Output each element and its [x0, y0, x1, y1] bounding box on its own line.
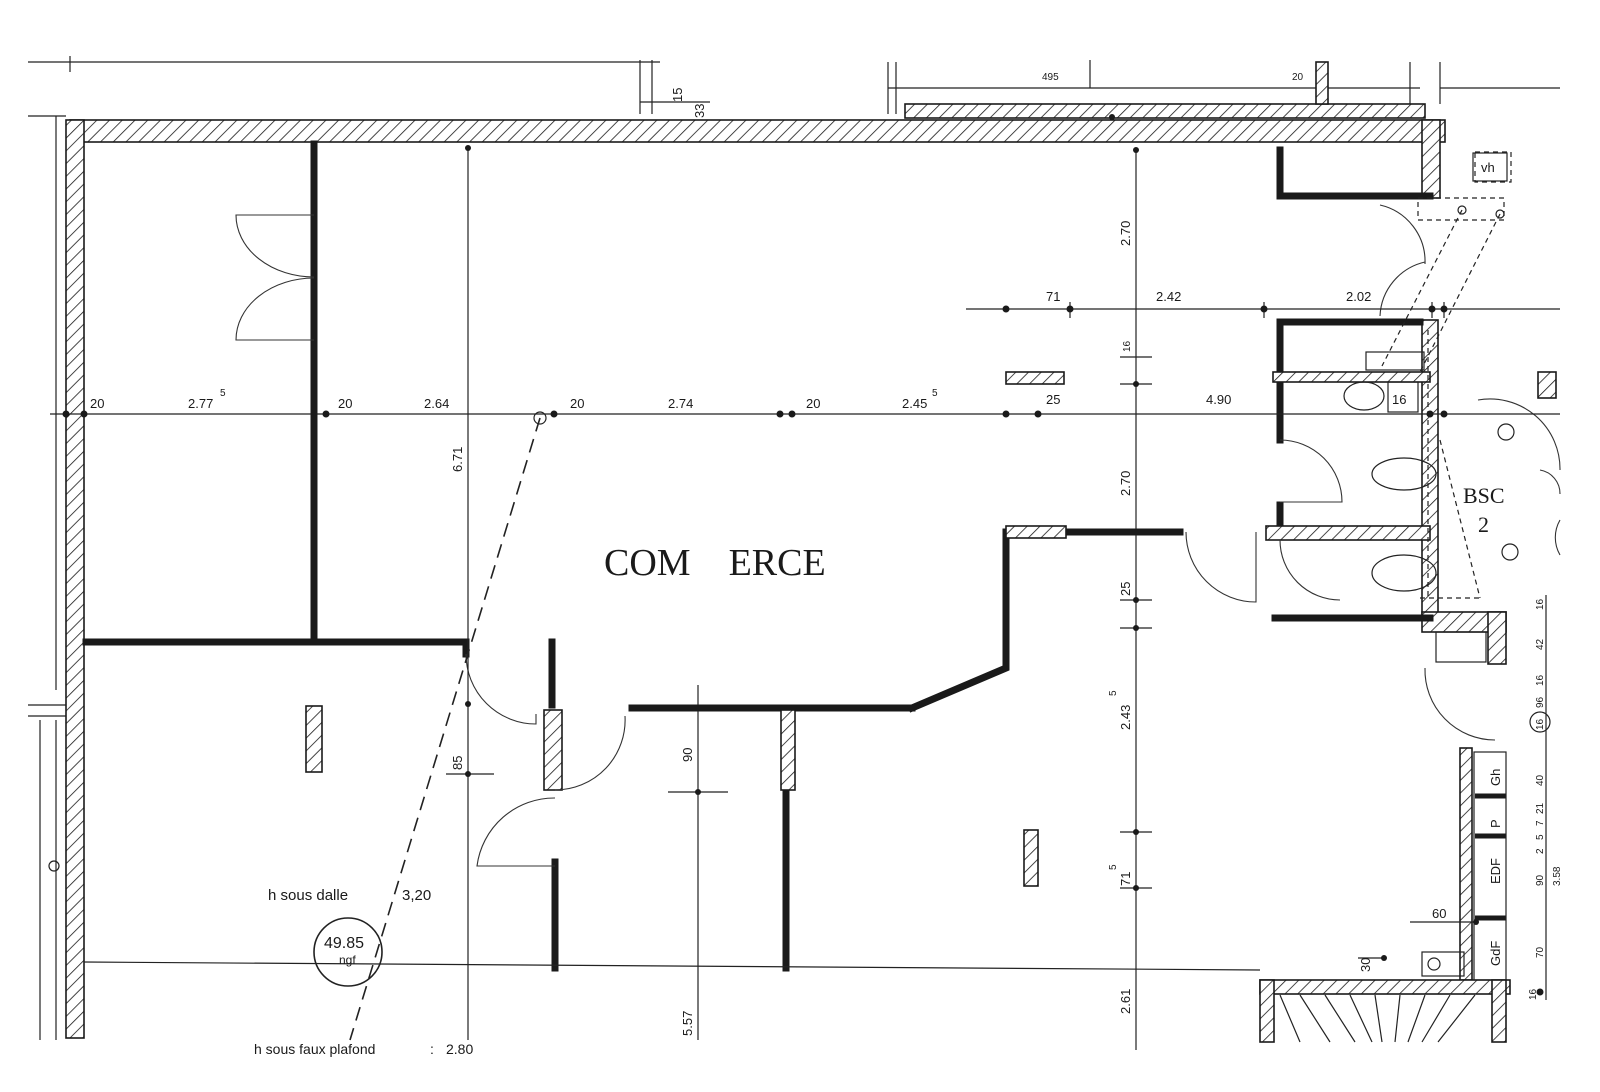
dim-rc-6: 40 — [1535, 774, 1546, 786]
dim-h-7: 2.74 — [668, 396, 693, 411]
dim-h-8: 20 — [806, 396, 820, 411]
horizontal-dimensions: 20 2.77 5 20 2.64 20 2.74 20 2.45 5 25 4… — [90, 388, 1231, 411]
dim-t-3: 15 — [670, 88, 685, 102]
dim-h-5: 2.64 — [424, 396, 449, 411]
dim-rc-13: 70 — [1535, 946, 1546, 958]
dim-vr-1: 2.70 — [1118, 221, 1133, 246]
dim-t-1: 495 — [1042, 72, 1059, 83]
dim-vl-4: 5.57 — [680, 1011, 695, 1036]
dim-vr-7: 71 — [1118, 872, 1133, 886]
dim-rc-8: 7 — [1535, 820, 1546, 826]
vh-label: vh — [1481, 160, 1495, 175]
right-column-dimensions: 16 42 16 96 16 40 21 7 5 2 90 3.58 70 16 — [1528, 598, 1563, 1000]
dim-rc-1: 16 — [1535, 598, 1546, 610]
meter-label-p: P — [1488, 819, 1503, 828]
meter-label-gdf: GdF — [1488, 941, 1503, 966]
dim-rc-10: 2 — [1535, 848, 1546, 854]
dim-h-12: 4.90 — [1206, 392, 1231, 407]
wc-fixtures — [1343, 151, 1551, 981]
dim-u-1: 71 — [1046, 289, 1060, 304]
dim-vl-3: 90 — [680, 748, 695, 762]
ngf-value: 49.85 — [324, 935, 364, 952]
dim-rc-7: 21 — [1535, 802, 1546, 814]
dim-h-4: 20 — [338, 396, 352, 411]
wc-number: 2 — [1478, 512, 1489, 537]
dim-s-1: 16 — [1392, 392, 1406, 407]
dim-vl-2: 85 — [450, 756, 465, 770]
dim-u-3: 2.02 — [1346, 289, 1371, 304]
dim-vl-1: 6.71 — [450, 447, 465, 472]
dim-t-2: 20 — [1292, 72, 1304, 83]
vertical-dimensions-right: 2.70 16 2.70 25 2.43 5 71 5 2.61 — [1108, 221, 1133, 1014]
meter-label-edf: EDF — [1488, 858, 1503, 884]
dim-t-4: 33 — [692, 104, 707, 118]
wc-label: BSC — [1463, 483, 1505, 508]
dim-rc-4: 96 — [1535, 696, 1546, 708]
stair-fan — [1279, 994, 1476, 1043]
meter-label-gh: Gh — [1488, 769, 1503, 786]
small-dimensions: 16 60 30 — [1358, 392, 1446, 972]
false-ceiling-sep: : — [430, 1041, 434, 1057]
ceiling-slab-label: h sous dalle — [268, 887, 348, 904]
dim-h-1: 20 — [90, 396, 104, 411]
room-label: COM ERCE — [604, 542, 826, 584]
dim-vr-4: 25 — [1118, 582, 1133, 596]
vertical-dimensions-left: 6.71 85 90 5.57 — [450, 447, 695, 1036]
false-ceiling-value: 2.80 — [446, 1041, 473, 1057]
dimension-dots — [62, 114, 1544, 996]
dim-rc-5: 16 — [1535, 718, 1546, 730]
dim-u-2: 2.42 — [1156, 289, 1181, 304]
interior-walls — [82, 140, 1506, 972]
false-ceiling-label: h sous faux plafond — [254, 1041, 375, 1057]
ngf-bubble — [313, 917, 383, 987]
dim-vr-6: 5 — [1108, 690, 1119, 696]
dim-h-2: 2.77 — [188, 396, 213, 411]
dim-rc-2: 42 — [1535, 638, 1546, 650]
dim-h-3: 5 — [220, 388, 226, 399]
dim-h-10: 5 — [932, 388, 938, 399]
dim-h-11: 25 — [1046, 392, 1060, 407]
dim-vr-2: 16 — [1122, 340, 1133, 352]
dim-rc-11: 90 — [1535, 874, 1546, 886]
exterior-walls — [65, 61, 1511, 1043]
dim-s-3: 30 — [1358, 958, 1373, 972]
dim-vr-3: 2.70 — [1118, 471, 1133, 496]
dim-rc-3: 16 — [1535, 674, 1546, 686]
dim-rc-9: 5 — [1535, 834, 1546, 840]
ceiling-slab-value: 3,20 — [402, 887, 431, 904]
dim-h-9: 2.45 — [902, 396, 927, 411]
dim-h-6: 20 — [570, 396, 584, 411]
dim-vr-8: 5 — [1108, 864, 1119, 870]
dim-vr-9: 2.61 — [1118, 989, 1133, 1014]
dim-vr-5: 2.43 — [1118, 705, 1133, 730]
dim-rc-14: 16 — [1528, 988, 1539, 1000]
ngf-unit: ngf — [339, 953, 356, 967]
dim-rc-12: 3.58 — [1552, 866, 1563, 886]
dimension-lines — [50, 148, 1560, 1050]
partitions — [305, 371, 1557, 887]
dim-s-2: 60 — [1432, 906, 1446, 921]
site-context-lines — [28, 56, 1560, 1040]
top-dimensions: 495 20 15 33 — [670, 72, 1304, 118]
upper-dimensions: 71 2.42 2.02 — [1046, 289, 1371, 304]
